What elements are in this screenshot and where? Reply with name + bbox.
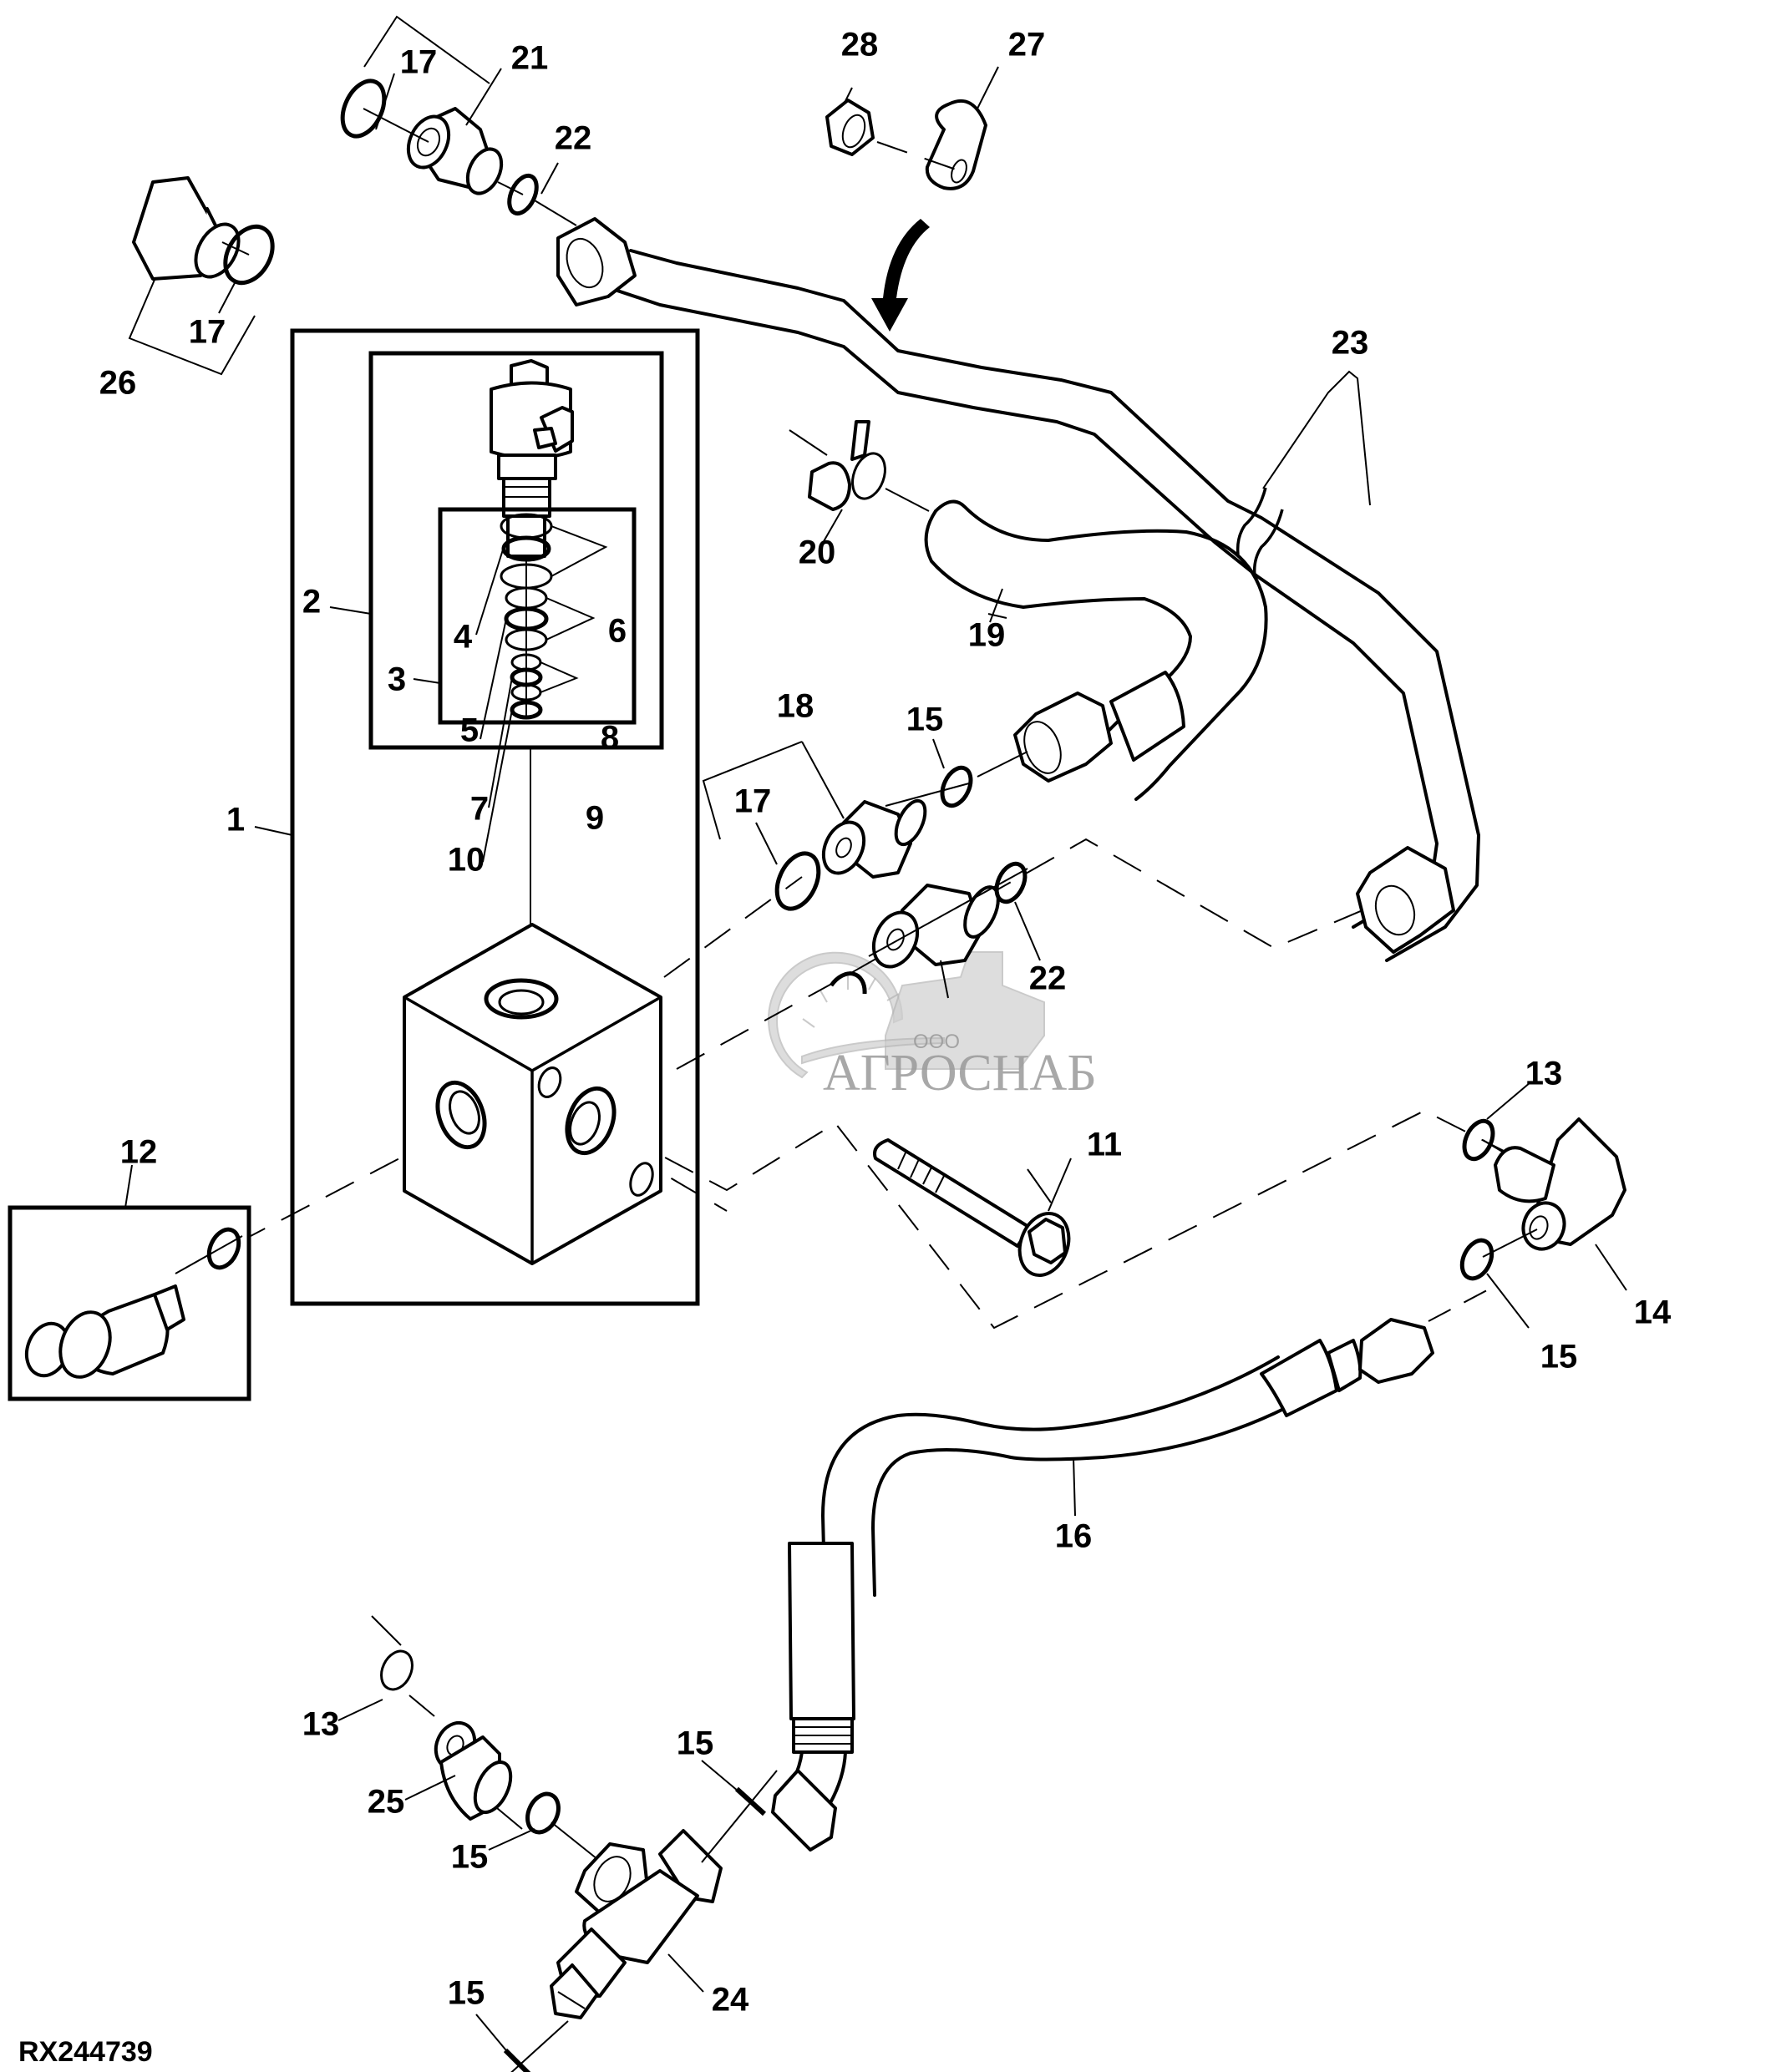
callout-13-right: 13 — [1525, 1056, 1563, 1092]
callout-23: 23 — [1332, 325, 1369, 362]
callout-17-top: 17 — [400, 44, 438, 81]
callout-19: 19 — [968, 617, 1006, 654]
callout-10: 10 — [448, 842, 485, 879]
part-17-o-ring-mid — [774, 851, 821, 911]
part-13-o-ring-right — [1462, 1118, 1495, 1162]
part-13-o-ring-bottom — [380, 1649, 414, 1691]
assembly-box-2 — [368, 351, 664, 750]
bracket-17-18 — [702, 741, 803, 840]
callout-15-bottom: 15 — [448, 1975, 485, 2012]
seal-leaders — [475, 525, 608, 863]
callout-13-bottom: 13 — [302, 1706, 340, 1743]
part-22-o-ring-mid — [994, 861, 1028, 904]
callout-16: 16 — [1055, 1518, 1093, 1555]
callout-22-mid: 22 — [1029, 960, 1067, 997]
callout-9: 9 — [586, 800, 604, 837]
callout-2: 2 — [302, 584, 321, 621]
part-15-seal-bottom — [503, 2048, 531, 2072]
callout-15-mid: 15 — [906, 702, 944, 738]
part-24-tee-fitting — [550, 1829, 723, 2019]
callout-26: 26 — [99, 365, 137, 402]
watermark-name: АГРОСНАБ — [823, 1045, 1097, 1102]
callout-6: 6 — [608, 613, 627, 650]
callout-21: 21 — [511, 40, 549, 77]
callout-17-left: 17 — [189, 314, 226, 351]
part-14-elbow-fitting — [1494, 1117, 1626, 1251]
callout-22-top: 22 — [555, 120, 592, 157]
callout-15-bottom-mid: 15 — [677, 1725, 714, 1762]
part-20-clamp — [808, 420, 886, 511]
part-28-nut — [825, 99, 875, 156]
callout-24: 24 — [712, 1982, 749, 2019]
figure-id: RX244739 — [18, 2036, 153, 2068]
bracket-17-21 — [363, 15, 490, 84]
part-17-o-ring-left — [223, 224, 275, 286]
part-18-fitting — [821, 798, 927, 879]
callout-15-right: 15 — [1540, 1339, 1578, 1375]
callout-27: 27 — [1008, 27, 1046, 63]
part-27-clamp — [925, 99, 987, 190]
solenoid-valve — [490, 359, 574, 718]
valve-block — [403, 923, 662, 1265]
callout-14: 14 — [1634, 1294, 1672, 1331]
part-19-hose — [924, 499, 1268, 801]
part-25-fitting — [434, 1720, 513, 1821]
callout-7: 7 — [470, 791, 489, 828]
part-17-o-ring-lower — [829, 971, 867, 995]
part-21-fitting — [406, 107, 504, 195]
callout-8: 8 — [601, 720, 619, 757]
part-21-fitting-lower — [871, 884, 1000, 969]
callout-3: 3 — [388, 661, 406, 698]
callout-25: 25 — [368, 1784, 405, 1821]
callout-11: 11 — [1087, 1127, 1122, 1163]
callout-15-bottom-left: 15 — [451, 1839, 489, 1876]
callout-1: 1 — [226, 802, 245, 838]
part-15-o-ring-mid — [940, 765, 973, 808]
part-26-plug — [132, 176, 241, 281]
install-arrow-icon — [871, 219, 930, 332]
seal-kit-box-3 — [438, 507, 637, 725]
part-11-bolt — [873, 1138, 1071, 1277]
watermark-logo: ООО АГРОСНАБ — [768, 951, 1097, 1102]
part-15-o-ring-right — [1459, 1238, 1494, 1281]
assembly-box-1 — [290, 328, 700, 1306]
callout-12: 12 — [120, 1134, 158, 1171]
callout-18: 18 — [777, 688, 814, 725]
part-12-fitting — [24, 1227, 243, 1379]
callout-4: 4 — [454, 619, 473, 656]
assembly-box-12 — [8, 1205, 251, 1401]
part-16-hose — [771, 1318, 1434, 1852]
callout-17-mid: 17 — [734, 783, 772, 820]
callout-20: 20 — [799, 534, 836, 571]
watermark-prefix: ООО — [913, 1031, 960, 1053]
callout-28: 28 — [841, 27, 879, 63]
part-23-tube — [556, 217, 1480, 962]
callout-5: 5 — [460, 712, 479, 749]
part-15-o-ring-bottom-left — [525, 1791, 561, 1835]
bracket-26-17 — [128, 279, 256, 376]
